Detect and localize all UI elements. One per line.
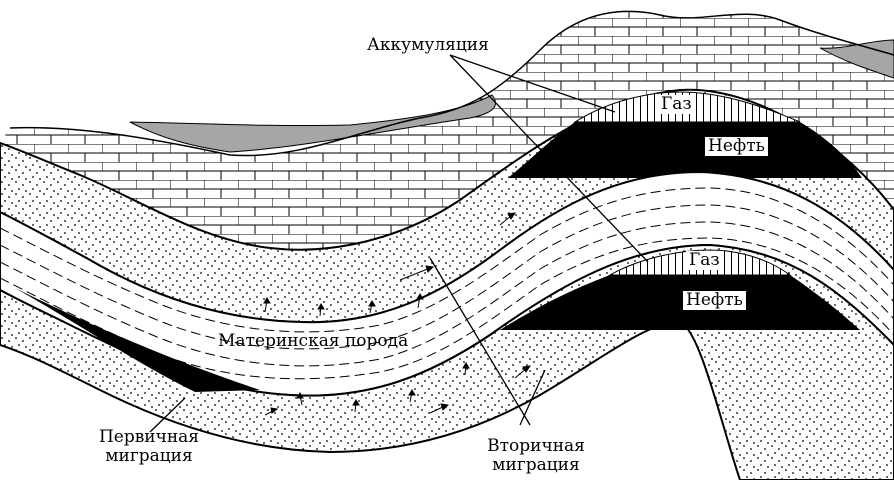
- secondary-migration-label: Вторичная миграция: [466, 437, 606, 475]
- gas-label-lower: Газ: [686, 251, 723, 270]
- oil-label-lower: Нефть: [683, 291, 746, 310]
- accumulation-label: Аккумуляция: [367, 36, 489, 55]
- gas-label-upper: Газ: [658, 95, 695, 114]
- secondary-migration-line2: миграция: [466, 456, 606, 475]
- source-rock-label: Материнская порода: [218, 332, 408, 351]
- primary-migration-line1: Первичная: [84, 428, 214, 447]
- oil-label-upper: Нефть: [705, 137, 768, 156]
- secondary-migration-line1: Вторичная: [466, 437, 606, 456]
- primary-migration-line2: миграция: [84, 447, 214, 466]
- primary-migration-label: Первичная миграция: [84, 428, 214, 466]
